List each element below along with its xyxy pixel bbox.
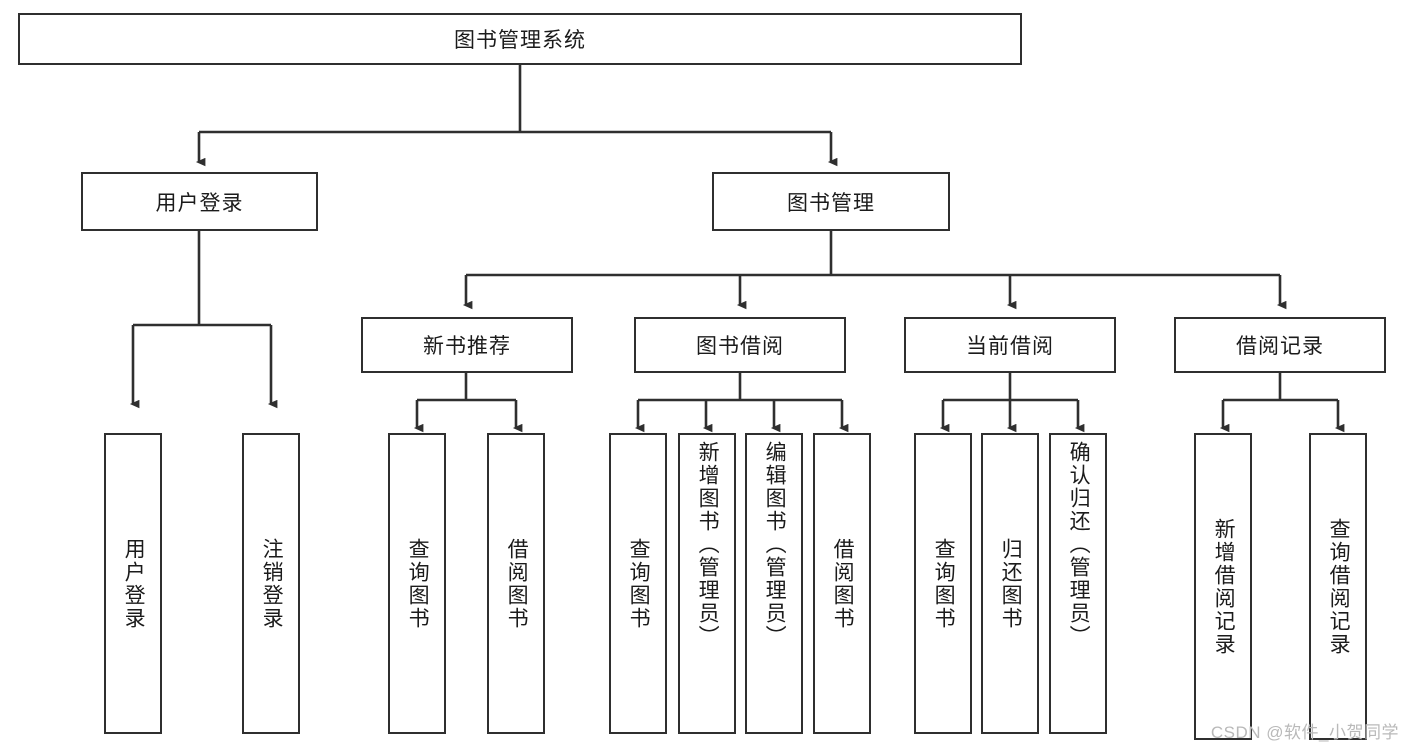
node-book-management-label: 图书管理 (787, 191, 875, 215)
leaf-label: 借阅图书 (505, 537, 529, 630)
node-book-borrow-label: 图书借阅 (696, 335, 784, 358)
csdn-watermark: CSDN @软件_小贺同学 (1210, 723, 1399, 742)
node-root-label: 图书管理系统 (454, 29, 586, 52)
leaf-label: 查询借阅记录 (1327, 517, 1351, 656)
leaf-new-book-query[interactable]: 查询图书 (388, 433, 446, 734)
node-borrow-record-label: 借阅记录 (1236, 335, 1324, 358)
leaf-label: 查询图书 (932, 537, 956, 630)
leaf-borrow-add-book[interactable]: 新增图书（管理员） (678, 433, 736, 734)
leaf-label: 归还图书 (999, 537, 1023, 630)
node-current-borrow-label: 当前借阅 (966, 335, 1054, 358)
leaf-label: 查询图书 (627, 537, 651, 630)
leaf-label: 新增图书（管理员） (696, 441, 720, 648)
leaf-label: 确认归还（管理员） (1067, 441, 1091, 648)
leaf-current-confirm-return[interactable]: 确认归还（管理员） (1049, 433, 1107, 734)
leaf-user-login-login[interactable]: 用户登录 (104, 433, 162, 734)
leaf-borrow-edit-book[interactable]: 编辑图书（管理员） (745, 433, 803, 734)
node-book-borrow[interactable]: 图书借阅 (634, 317, 846, 373)
leaf-label: 编辑图书（管理员） (763, 441, 787, 648)
leaf-label: 查询图书 (406, 537, 430, 630)
leaf-label: 借阅图书 (831, 537, 855, 630)
node-root[interactable]: 图书管理系统 (18, 13, 1022, 65)
leaf-label: 新增借阅记录 (1212, 517, 1236, 656)
leaf-user-login-logout[interactable]: 注销登录 (242, 433, 300, 734)
node-book-management[interactable]: 图书管理 (712, 172, 950, 231)
node-user-login[interactable]: 用户登录 (81, 172, 318, 231)
node-new-book-recommend[interactable]: 新书推荐 (361, 317, 573, 373)
node-borrow-record[interactable]: 借阅记录 (1174, 317, 1386, 373)
leaf-borrow-query-book[interactable]: 查询图书 (609, 433, 667, 734)
leaf-current-query-book[interactable]: 查询图书 (914, 433, 972, 734)
leaf-current-return-book[interactable]: 归还图书 (981, 433, 1039, 734)
leaf-label: 注销登录 (260, 537, 284, 630)
leaf-new-book-borrow[interactable]: 借阅图书 (487, 433, 545, 734)
node-new-book-recommend-label: 新书推荐 (423, 335, 511, 358)
leaf-label: 用户登录 (122, 537, 146, 630)
leaf-borrow-borrow-book[interactable]: 借阅图书 (813, 433, 871, 734)
leaf-record-query[interactable]: 查询借阅记录 (1309, 433, 1367, 740)
node-current-borrow[interactable]: 当前借阅 (904, 317, 1116, 373)
node-user-login-label: 用户登录 (155, 191, 244, 215)
leaf-record-add[interactable]: 新增借阅记录 (1194, 433, 1252, 740)
